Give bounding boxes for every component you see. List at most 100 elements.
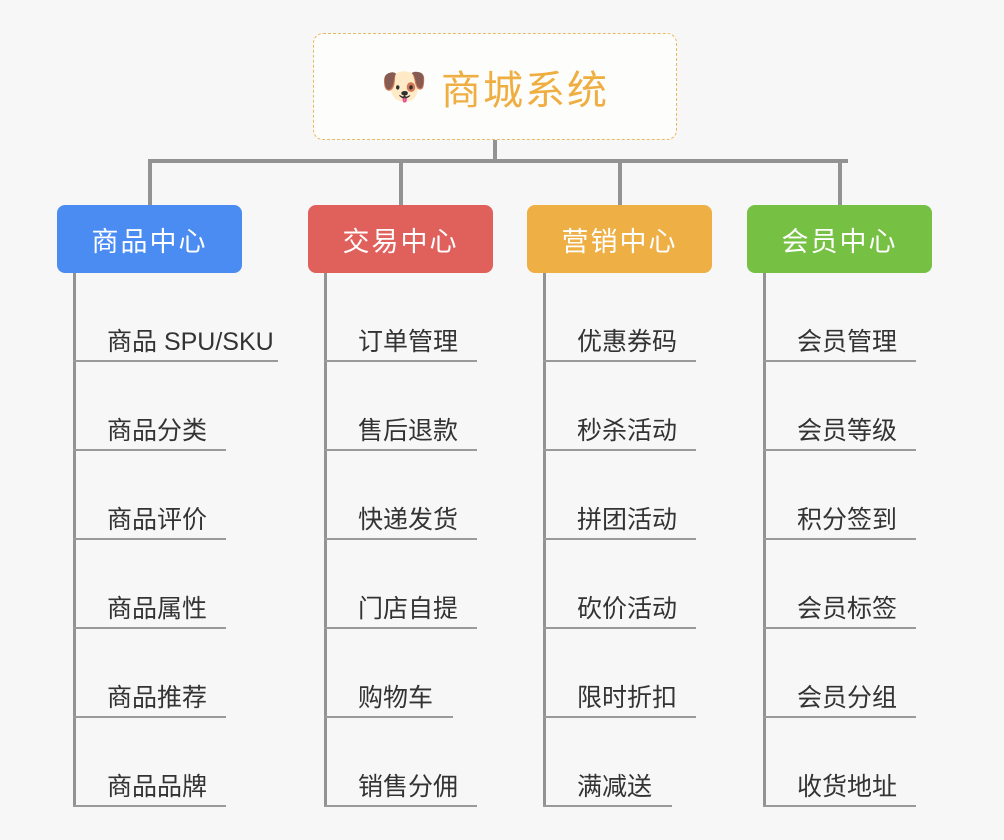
leaf-item[interactable]: 会员标签 — [763, 540, 916, 629]
leaf-item-underline — [543, 716, 696, 718]
branch-header-label: 交易中心 — [342, 226, 459, 257]
leaf-item[interactable]: 订单管理 — [324, 273, 477, 362]
connector-root-stem — [493, 140, 497, 162]
leaf-item[interactable]: 商品品牌 — [73, 718, 274, 807]
leaf-item-label: 砍价活动 — [577, 594, 678, 623]
branch-product-center: 商品中心商品 SPU/SKU 商品分类商品评价商品属性商品推荐商品品牌 — [57, 205, 278, 807]
leaf-item-underline — [543, 805, 672, 807]
leaf-item-label: 销售分佣 — [358, 772, 459, 801]
leaf-item-underline — [543, 360, 696, 362]
connector-drop-member-center — [837, 159, 842, 205]
leaf-item-underline — [543, 449, 696, 451]
leaf-item-label: 订单管理 — [358, 327, 459, 356]
leaf-item[interactable]: 会员分组 — [763, 629, 916, 718]
leaf-item-label: 门店自提 — [358, 594, 459, 623]
leaf-item-underline — [763, 627, 916, 629]
leaf-item[interactable]: 会员等级 — [763, 362, 916, 451]
leaf-item-label: 商品分类 — [107, 416, 208, 445]
leaf-item-underline — [73, 449, 226, 451]
leaf-item-underline — [763, 538, 916, 540]
branch-header-trade-center[interactable]: 交易中心 — [308, 205, 493, 273]
leaf-item-label: 会员分组 — [797, 683, 898, 712]
leaf-item-label: 收货地址 — [797, 772, 898, 801]
shiba-dog-face-icon: 🐶 — [380, 66, 428, 107]
connector-drop-product-center — [147, 159, 152, 205]
leaf-item[interactable]: 秒杀活动 — [543, 362, 696, 451]
leaf-item-underline — [763, 716, 916, 718]
leaf-item-underline — [73, 805, 226, 807]
leaf-item[interactable]: 积分签到 — [763, 451, 916, 540]
leaf-item[interactable]: 销售分佣 — [324, 718, 477, 807]
connector-drop-marketing-center — [617, 159, 622, 205]
leaf-item[interactable]: 快递发货 — [324, 451, 477, 540]
branch-item-list-product-center: 商品 SPU/SKU 商品分类商品评价商品属性商品推荐商品品牌 — [73, 273, 278, 807]
leaf-item-label: 商品属性 — [107, 594, 208, 623]
leaf-item[interactable]: 商品 SPU/SKU — [73, 273, 278, 362]
leaf-item-label: 售后退款 — [358, 416, 459, 445]
leaf-item[interactable]: 售后退款 — [324, 362, 477, 451]
leaf-item-label: 满减送 — [577, 772, 653, 801]
leaf-item-label: 商品评价 — [107, 505, 208, 534]
leaf-item-underline — [73, 627, 226, 629]
leaf-item-underline — [324, 716, 453, 718]
leaf-item[interactable]: 砍价活动 — [543, 540, 696, 629]
leaf-item-underline — [324, 805, 477, 807]
branch-header-product-center[interactable]: 商品中心 — [57, 205, 242, 273]
branch-header-member-center[interactable]: 会员中心 — [747, 205, 932, 273]
leaf-item-underline — [763, 449, 916, 451]
leaf-item-label: 快递发货 — [358, 505, 459, 534]
leaf-item-label: 优惠券码 — [577, 327, 678, 356]
leaf-item-underline — [324, 449, 477, 451]
branch-header-marketing-center[interactable]: 营销中心 — [527, 205, 712, 273]
branch-member-center: 会员中心会员管理会员等级积分签到会员标签会员分组收货地址 — [747, 205, 932, 807]
root-node-title: 商城系统 — [441, 68, 610, 113]
leaf-item-label: 限时折扣 — [577, 683, 678, 712]
leaf-item[interactable]: 拼团活动 — [543, 451, 696, 540]
leaf-item[interactable]: 满减送 — [543, 718, 677, 807]
branch-spine-member-center — [763, 273, 766, 807]
leaf-item-underline — [324, 627, 477, 629]
leaf-item-label: 商品 SPU/SKU — [107, 327, 274, 356]
leaf-item-underline — [763, 360, 916, 362]
leaf-item-label: 购物车 — [358, 683, 434, 712]
leaf-item-label: 商品推荐 — [107, 683, 208, 712]
leaf-item[interactable]: 商品分类 — [73, 362, 274, 451]
leaf-item[interactable]: 会员管理 — [763, 273, 916, 362]
leaf-item-underline — [73, 360, 278, 362]
branch-item-list-trade-center: 订单管理售后退款快递发货门店自提购物车销售分佣 — [324, 273, 477, 807]
leaf-item[interactable]: 门店自提 — [324, 540, 477, 629]
leaf-item[interactable]: 优惠券码 — [543, 273, 696, 362]
connector-drop-trade-center — [398, 159, 403, 205]
leaf-item[interactable]: 购物车 — [324, 629, 458, 718]
leaf-item[interactable]: 商品属性 — [73, 540, 274, 629]
branch-spine-trade-center — [324, 273, 327, 807]
branch-spine-product-center — [73, 273, 76, 807]
branch-trade-center: 交易中心订单管理售后退款快递发货门店自提购物车销售分佣 — [308, 205, 493, 807]
leaf-item-underline — [324, 360, 477, 362]
leaf-item[interactable]: 商品推荐 — [73, 629, 274, 718]
leaf-item-underline — [73, 716, 226, 718]
branch-header-label: 营销中心 — [561, 226, 678, 257]
branch-item-list-member-center: 会员管理会员等级积分签到会员标签会员分组收货地址 — [763, 273, 916, 807]
branch-item-list-marketing-center: 优惠券码秒杀活动拼团活动砍价活动限时折扣满减送 — [543, 273, 696, 807]
leaf-item-label: 会员管理 — [797, 327, 898, 356]
root-node-mall-system[interactable]: 🐶 商城系统 — [313, 33, 677, 140]
leaf-item-label: 会员标签 — [797, 594, 898, 623]
leaf-item-underline — [324, 538, 477, 540]
leaf-item-label: 积分签到 — [797, 505, 898, 534]
leaf-item[interactable]: 收货地址 — [763, 718, 916, 807]
leaf-item[interactable]: 限时折扣 — [543, 629, 696, 718]
leaf-item-label: 拼团活动 — [577, 505, 678, 534]
leaf-item[interactable]: 商品评价 — [73, 451, 274, 540]
leaf-item-underline — [763, 805, 916, 807]
leaf-item-underline — [73, 538, 226, 540]
connector-horizontal-bus — [148, 159, 848, 163]
leaf-item-underline — [543, 627, 696, 629]
leaf-item-label: 会员等级 — [797, 416, 898, 445]
branch-header-label: 商品中心 — [91, 226, 208, 257]
leaf-item-label: 商品品牌 — [107, 772, 208, 801]
branch-spine-marketing-center — [543, 273, 546, 807]
leaf-item-label: 秒杀活动 — [577, 416, 678, 445]
branch-marketing-center: 营销中心优惠券码秒杀活动拼团活动砍价活动限时折扣满减送 — [527, 205, 712, 807]
